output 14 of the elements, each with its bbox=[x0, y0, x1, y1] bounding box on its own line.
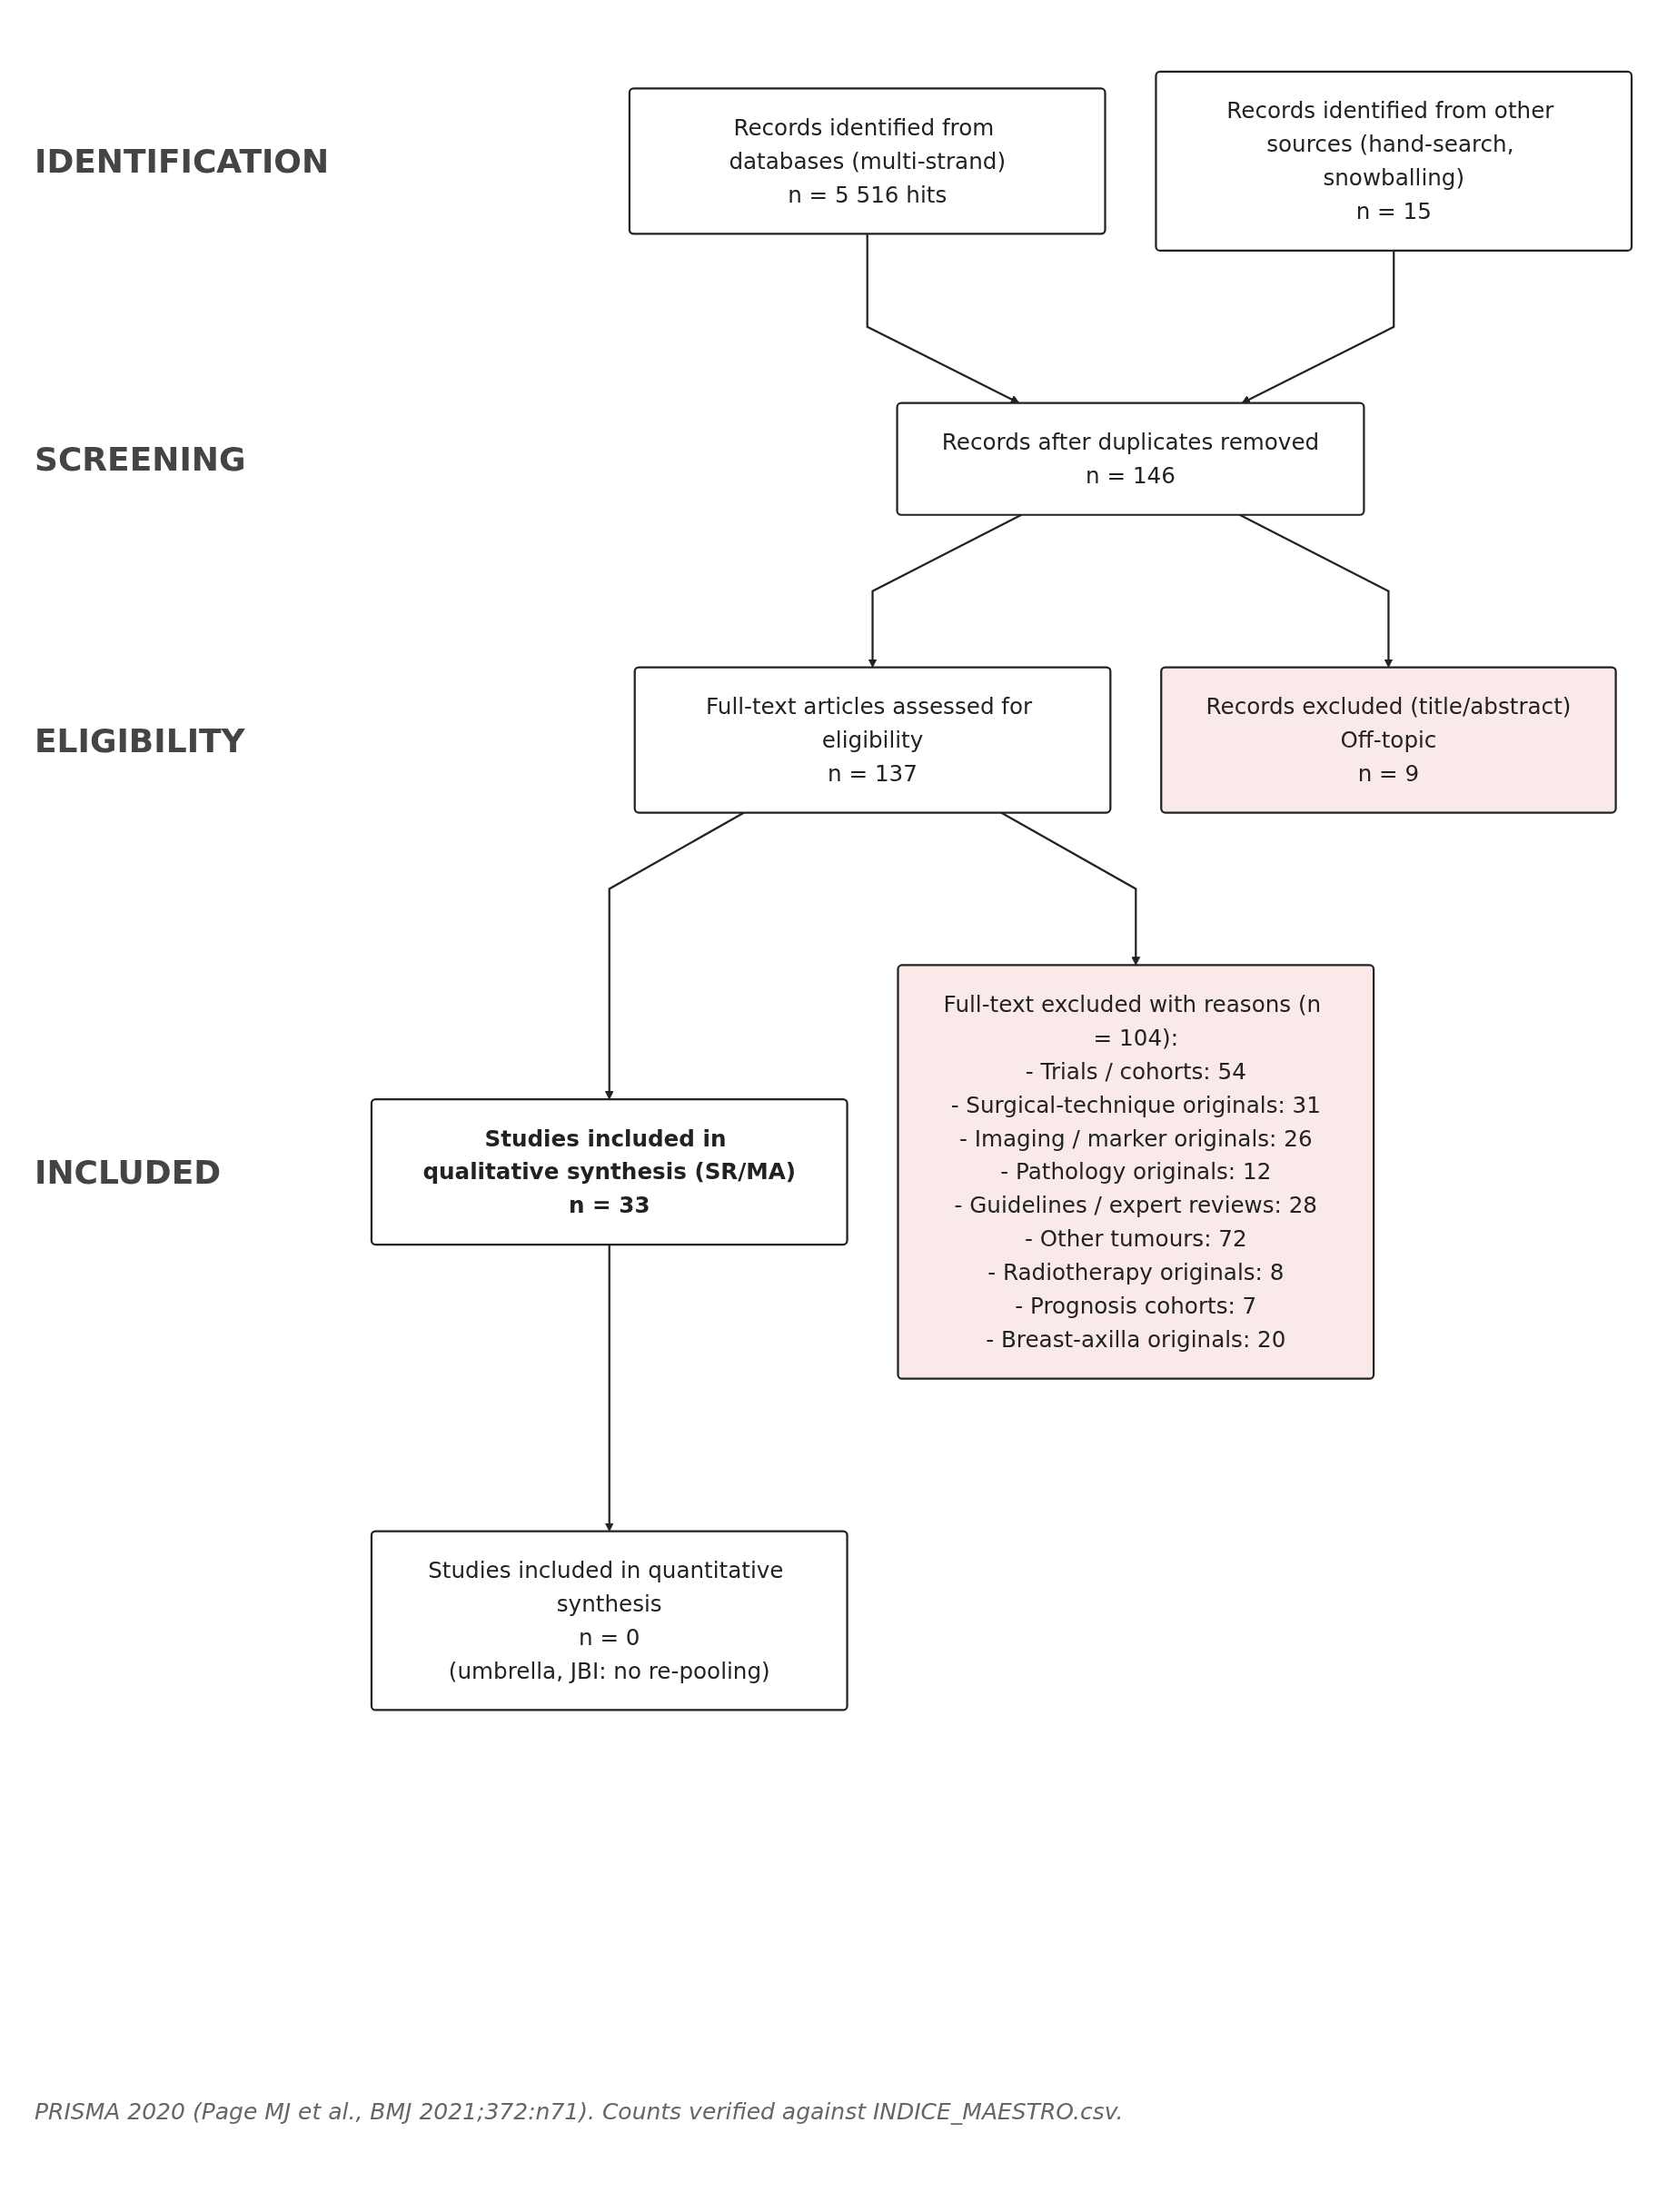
node-box: Studies included in qualitative synthesis (SR/MA) n = 33 bbox=[370, 1097, 848, 1246]
arrow bbox=[604, 1245, 614, 1532]
node-box: Records excluded (title/abstract) Off-topic n = 9 bbox=[1160, 666, 1617, 814]
node-box: Studies included in quantitative synthesis n = 0 (umbrella, JBI: no re-pooling) bbox=[370, 1530, 848, 1711]
stage-label: SCREENING bbox=[35, 440, 246, 478]
caption: PRISMA 2020 (Page MJ et al., BMJ 2021;372:n71). Counts verified against INDICE_MAESTRO.csv. bbox=[35, 2098, 1124, 2125]
node-box: Records identified from other sources (hand-search, snowballing) n = 15 bbox=[1155, 70, 1633, 252]
node-box: Full-text excluded with reasons (n = 104): - Trials / cohorts: 54 - Surgical-technique originals: 31 - Imaging / marker originals: 26 - Pathology originals: 12 - Guidelines / expert reviews: 28 - Other tumours: 72 - Radiotherapy originals: 8 - Prognosis cohorts: 7 - Breast-axilla originals: 20 bbox=[897, 964, 1375, 1380]
stage-label: IDENTIFICATION bbox=[35, 142, 330, 180]
node-box: Full-text articles assessed for eligibility n = 137 bbox=[633, 666, 1112, 814]
node-box: Records after duplicates removed n = 146 bbox=[896, 402, 1365, 516]
node-box: Records identified from databases (multi-strand) n = 5 516 hits bbox=[628, 87, 1106, 235]
stage-label: ELIGIBILITY bbox=[35, 721, 245, 759]
stage-label: INCLUDED bbox=[35, 1153, 222, 1191]
